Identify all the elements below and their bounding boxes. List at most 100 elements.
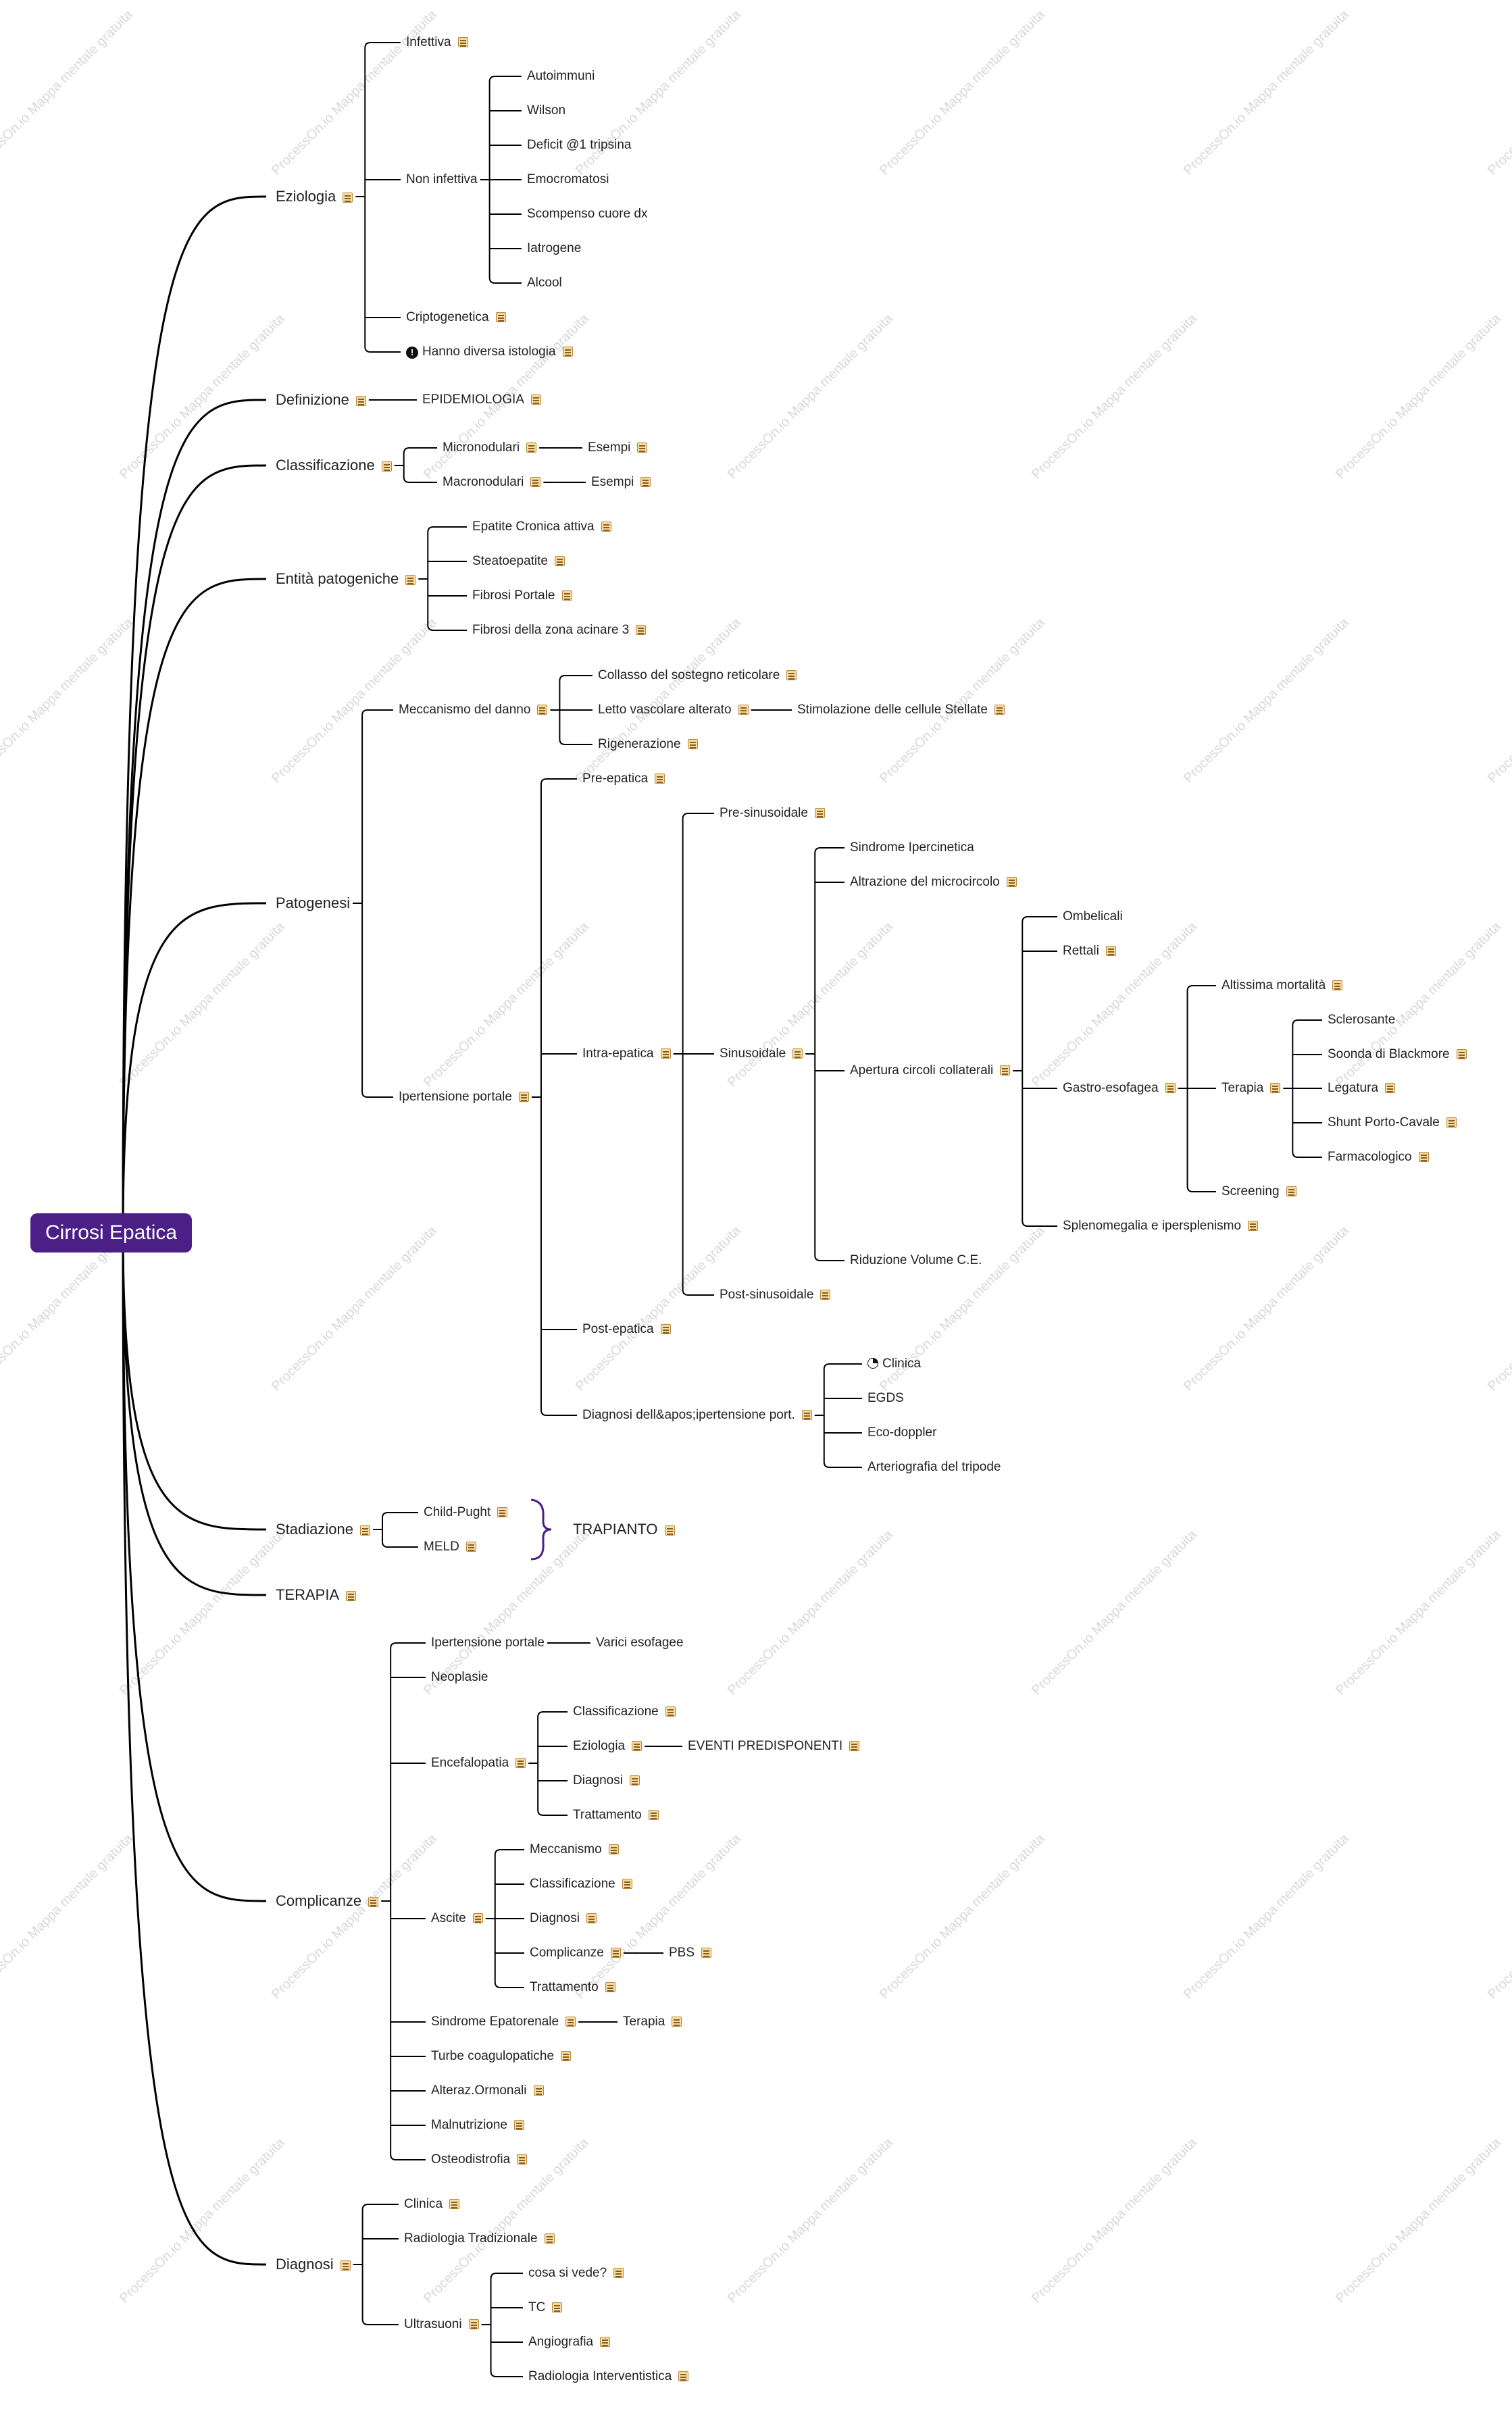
node-apertura[interactable]: Apertura circoli collaterali [850,1063,1011,1078]
note-icon[interactable] [1332,980,1343,990]
note-icon[interactable] [1385,1083,1396,1093]
node-radiologia-trad[interactable]: Radiologia Tradizionale [404,2231,555,2246]
node-post-sinusoidale[interactable]: Post-sinusoidale [720,1288,831,1302]
note-icon[interactable] [600,2337,611,2347]
node-angiografia[interactable]: Angiografia [528,2335,611,2350]
node-pre-epatica[interactable]: Pre-epatica [582,771,665,786]
note-icon[interactable] [1456,1049,1467,1059]
node-emocromatosi[interactable]: Emocromatosi [527,172,609,187]
node-tc[interactable]: TC [528,2300,563,2315]
node-non-infettiva[interactable]: Non infettiva [406,172,478,187]
node-sclerosante[interactable]: Sclerosante [1328,1013,1395,1028]
note-icon[interactable] [359,1525,370,1536]
note-icon[interactable] [514,2120,524,2130]
node-classificazione[interactable]: Classificazione [276,457,392,474]
node-fibrosi-acinare[interactable]: Fibrosi della zona acinare 3 [472,623,647,638]
node-complicanze-sub[interactable]: Complicanze [530,1946,621,1960]
note-icon[interactable] [801,1410,812,1420]
note-icon[interactable] [468,2319,479,2329]
node-terapia[interactable]: Terapia [1221,1081,1281,1096]
node-fibrosi-portale[interactable]: Fibrosi Portale [472,588,572,603]
note-icon[interactable] [994,705,1005,715]
node-altrazione[interactable]: Altrazione del microcircolo [850,875,1017,890]
note-icon[interactable] [533,2085,544,2096]
note-icon[interactable] [340,2260,351,2271]
node-collasso[interactable]: Collasso del sostegno reticolare [598,668,797,683]
note-icon[interactable] [636,625,647,635]
note-icon[interactable] [562,347,573,357]
note-icon[interactable] [687,739,698,749]
node-sinusoidale[interactable]: Sinusoidale [720,1046,803,1061]
note-icon[interactable] [648,1810,659,1820]
node-criptogenetica[interactable]: Criptogenetica [406,310,506,325]
note-icon[interactable] [605,1982,615,1992]
node-neoplasie[interactable]: Neoplasie [431,1670,488,1685]
note-icon[interactable] [1105,946,1116,956]
node-ascite[interactable]: Ascite [431,1911,483,1926]
note-icon[interactable] [678,2371,689,2381]
node-iatrogene[interactable]: Iatrogene [527,241,581,256]
node-eventi[interactable]: EVENTI PREDISPONENTI [688,1739,860,1754]
node-turbe[interactable]: Turbe coagulopatiche [431,2049,572,2064]
node-steatoepatite[interactable]: Steatoepatite [472,554,565,569]
note-icon[interactable] [565,2017,576,2027]
node-ipertensione-portale[interactable]: Ipertensione portale [431,1636,545,1650]
node-legatura[interactable]: Legatura [1328,1081,1396,1096]
node-entita[interactable]: Entità patogeniche [276,570,416,588]
node-sindrome-ipercinetica[interactable]: Sindrome Ipercinetica [850,840,974,855]
note-icon[interactable] [660,1048,671,1059]
node-arteriografia[interactable]: Arteriografia del tripode [867,1460,1001,1475]
node-stimolazione[interactable]: Stimolazione delle cellule Stellate [797,703,1005,717]
note-icon[interactable] [346,1591,357,1601]
node-ultrasuoni[interactable]: Ultrasuoni [404,2317,479,2332]
note-icon[interactable] [665,1706,676,1717]
note-icon[interactable] [368,1897,379,1907]
node-cosa-si-vede[interactable]: cosa si vede? [528,2266,624,2281]
node-rigenerazione[interactable]: Rigenerazione [598,737,698,752]
node-pbs[interactable]: PBS [669,1946,712,1960]
node-egds[interactable]: EGDS [867,1391,904,1406]
node-diagnosi[interactable]: Diagnosi [276,2256,351,2273]
note-icon[interactable] [632,1741,642,1751]
node-complicanze[interactable]: Complicanze [276,1892,379,1910]
node-classificazione[interactable]: Classificazione [530,1877,632,1892]
note-icon[interactable] [613,2268,624,2278]
node-epatite-cronica[interactable]: Epatite Cronica attiva [472,520,611,534]
note-icon[interactable] [544,2233,555,2244]
node-terapia[interactable]: Terapia [623,2015,682,2029]
note-icon[interactable] [554,556,565,566]
note-icon[interactable] [664,1525,675,1536]
note-icon[interactable] [537,705,548,715]
node-altissima[interactable]: Altissima mortalità [1221,978,1343,993]
note-icon[interactable] [1270,1083,1281,1093]
node-soonda[interactable]: Soonda di Blackmore [1328,1047,1467,1062]
note-icon[interactable] [610,1948,621,1958]
note-icon[interactable] [1165,1083,1176,1093]
node-alcool[interactable]: Alcool [527,276,562,290]
node-alteraz[interactable]: Alteraz.Ormonali [431,2083,544,2098]
note-icon[interactable] [637,442,648,453]
note-icon[interactable] [561,590,572,601]
node-autoimmuni[interactable]: Autoimmuni [527,69,595,84]
note-icon[interactable] [1248,1221,1259,1231]
node-clinica[interactable]: Clinica [867,1357,921,1371]
note-icon[interactable] [515,1758,526,1768]
node-ombelicali[interactable]: Ombelicali [1063,909,1123,924]
node-screening[interactable]: Screening [1221,1184,1296,1199]
node-osteodistrofia[interactable]: Osteodistrofia [431,2152,528,2167]
note-icon[interactable] [526,442,537,453]
note-icon[interactable] [701,1948,712,1958]
note-icon[interactable] [1286,1186,1296,1196]
node-meccanismo[interactable]: Meccanismo [530,1842,619,1857]
node-splenomegalia[interactable]: Splenomegalia e ipersplenismo [1063,1219,1259,1234]
node-intra-epatica[interactable]: Intra-epatica [582,1046,671,1061]
node-post-epatica[interactable]: Post-epatica [582,1322,671,1337]
note-icon[interactable] [786,670,797,680]
note-icon[interactable] [608,1844,619,1854]
node-ipertensione-portale[interactable]: Ipertensione portale [399,1090,529,1105]
node-letto-vascolare[interactable]: Letto vascolare alterato [598,703,749,717]
node-diagnosi-sub[interactable]: Diagnosi [530,1911,597,1926]
node-definizione[interactable]: Definizione [276,391,366,409]
note-icon[interactable] [820,1290,831,1300]
node-clinica[interactable]: Clinica [404,2197,460,2212]
